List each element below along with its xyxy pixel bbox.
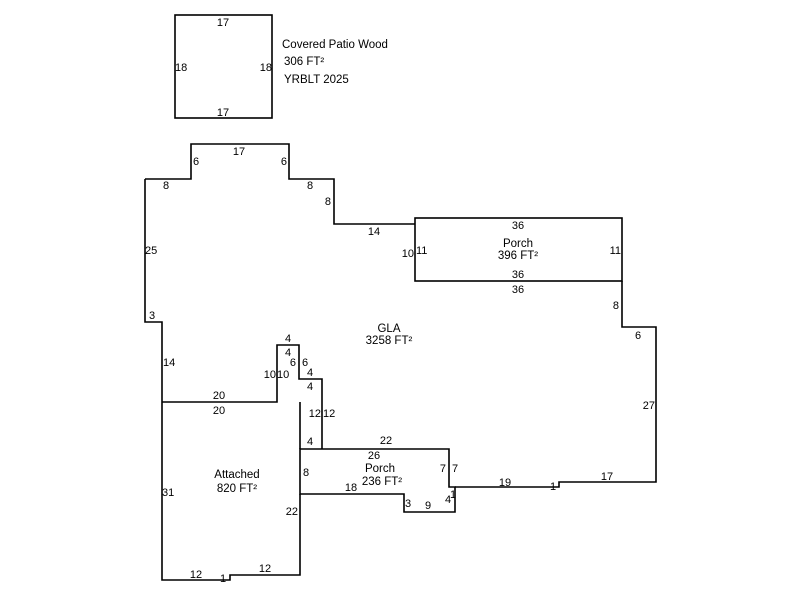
dim-porch-bot-bottom: 18 (345, 482, 357, 494)
dim-gla-garage-top: 20 (213, 390, 225, 402)
dim-gla-bottom-jog: 1 (550, 481, 556, 493)
patio-name: Covered Patio Wood (282, 39, 388, 51)
gla-name: GLA (377, 323, 400, 335)
dim-garage-bottom-jog: 1 (220, 573, 226, 585)
dim-porch-bot-step-r: 4 (445, 494, 451, 506)
dim-gla-right-step-v: 8 (325, 196, 331, 208)
dim-porch-bot-jog-r: 1 (450, 489, 456, 501)
dim-notch-step: 4 (307, 367, 313, 379)
dim-patio-left: 18 (175, 62, 187, 74)
dim-gla-top-right: 14 (368, 226, 380, 238)
porch-bottom-outline (299, 448, 456, 513)
patio-area: 306 FT² (284, 56, 324, 68)
porch-bottom-name: Porch (365, 463, 395, 475)
dim-notch-left-outer: 10 (264, 369, 276, 381)
dim-gla-bottom-right: 17 (601, 471, 613, 483)
dim-gla-left-lower: 14 (163, 357, 175, 369)
dim-gla-right-step: 8 (307, 180, 313, 192)
dim-gla-left: 25 (145, 245, 157, 257)
dim-notch-step-inner: 4 (307, 381, 313, 393)
dim-patio-bottom: 17 (217, 107, 229, 119)
dim-porch-top-bottom: 36 (512, 269, 524, 281)
dim-gla-right-upper: 8 (613, 300, 619, 312)
patio-year: YRBLT 2025 (284, 74, 349, 86)
dim-patio-right: 18 (260, 62, 272, 74)
dim-porch-top-right: 11 (610, 245, 621, 257)
dim-porch-bot-top: 22 (380, 435, 392, 447)
dim-gla-left-step: 8 (163, 180, 169, 192)
porch-top-area: 396 FT² (498, 250, 538, 262)
dim-porch-bot-top-inner: 26 (368, 450, 380, 462)
porch-bottom-area: 236 FT² (362, 476, 402, 488)
dim-notch-right-inner: 6 (290, 357, 296, 369)
dim-garage-left: 31 (162, 487, 174, 499)
dim-notch-left-inner: 10 (277, 369, 289, 381)
dim-gla-lower-v-inner: 12 (323, 408, 335, 420)
dim-porch-bot-right: 7 (440, 463, 446, 475)
dim-patio-top: 17 (217, 17, 229, 29)
patio-outline (174, 14, 273, 119)
dim-gla-lower-v: 12 (309, 408, 321, 420)
dim-porch-bot-right-outer: 7 (452, 463, 458, 475)
dim-gla-right-jog: 6 (635, 330, 641, 342)
garage-area: 820 FT² (217, 483, 257, 495)
dim-gla-porch-side: 10 (402, 248, 414, 260)
dim-gla-right: 27 (643, 400, 655, 412)
dim-garage-top: 20 (213, 405, 225, 417)
dim-garage-bottom-left: 12 (190, 569, 202, 581)
dim-gla-bump-right: 6 (281, 156, 287, 168)
dim-gla-bump-left: 6 (193, 156, 199, 168)
dim-notch-right-outer: 6 (302, 357, 308, 369)
dim-notch-top-inner: 4 (285, 347, 291, 359)
garage-outline (161, 402, 301, 581)
gla-outline (144, 143, 657, 488)
dim-porch-bot-left: 8 (303, 467, 309, 479)
dim-porch-top-top: 36 (512, 220, 524, 232)
dim-porch-bot-jog: 4 (307, 436, 313, 448)
dim-gla-jog: 3 (149, 310, 155, 322)
dim-porch-bot-base: 9 (425, 500, 431, 512)
dim-garage-bottom-right: 12 (259, 563, 271, 575)
dim-notch-top: 4 (285, 333, 291, 345)
gla-area: 3258 FT² (366, 335, 413, 347)
dim-porch-top-left: 11 (416, 245, 427, 257)
dim-porch-bot-step: 3 (405, 498, 411, 510)
porch-top-outline (414, 217, 623, 282)
dim-gla-under-porch: 36 (512, 284, 524, 296)
garage-name: Attached (214, 469, 259, 481)
dim-gla-top: 17 (233, 146, 245, 158)
porch-top-name: Porch (503, 238, 533, 250)
dim-gla-bottom: 19 (499, 477, 511, 489)
dim-garage-right: 22 (286, 506, 298, 518)
